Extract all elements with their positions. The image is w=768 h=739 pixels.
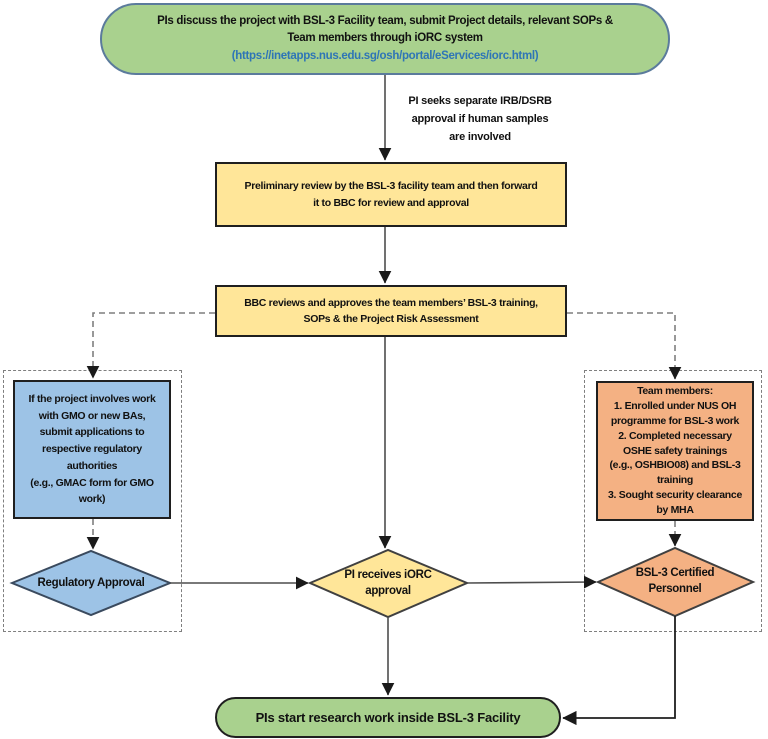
team-members-box: Team members: 1. Enrolled under NUS OH p… [596, 381, 754, 521]
team-members-text: Team members: 1. Enrolled under NUS OH p… [608, 384, 742, 517]
arrow-iorc-to-bsl3 [466, 575, 597, 589]
preliminary-review-box: Preliminary review by the BSL-3 facility… [215, 162, 567, 227]
bbc-review-box: BBC reviews and approves the team member… [215, 285, 567, 337]
iorc-approval-label: PI receives iORC approval [344, 569, 432, 597]
iorc-system-link[interactable]: (https://inetapps.nus.edu.sg/osh/portal/… [231, 49, 539, 62]
end-node: PIs start research work inside BSL-3 Fac… [215, 697, 561, 738]
irb-dsrb-note: PI seeks separate IRB/DSRB approval if h… [408, 95, 552, 144]
bbc-review-text: BBC reviews and approves the team member… [244, 296, 538, 325]
start-node-text: PIs discuss the project with BSL-3 Facil… [157, 15, 613, 45]
dashed-arrow-bbc-to-gmo [86, 312, 215, 379]
preliminary-review-text: Preliminary review by the BSL-3 facility… [244, 180, 538, 209]
end-node-text: PIs start research work inside BSL-3 Fac… [255, 710, 521, 725]
gmo-regulatory-text: If the project involves work with GMO or… [28, 392, 156, 506]
gmo-regulatory-box: If the project involves work with GMO or… [13, 380, 171, 519]
iorc-approval-diamond [307, 548, 470, 619]
start-node: PIs discuss the project with BSL-3 Facil… [100, 3, 670, 75]
